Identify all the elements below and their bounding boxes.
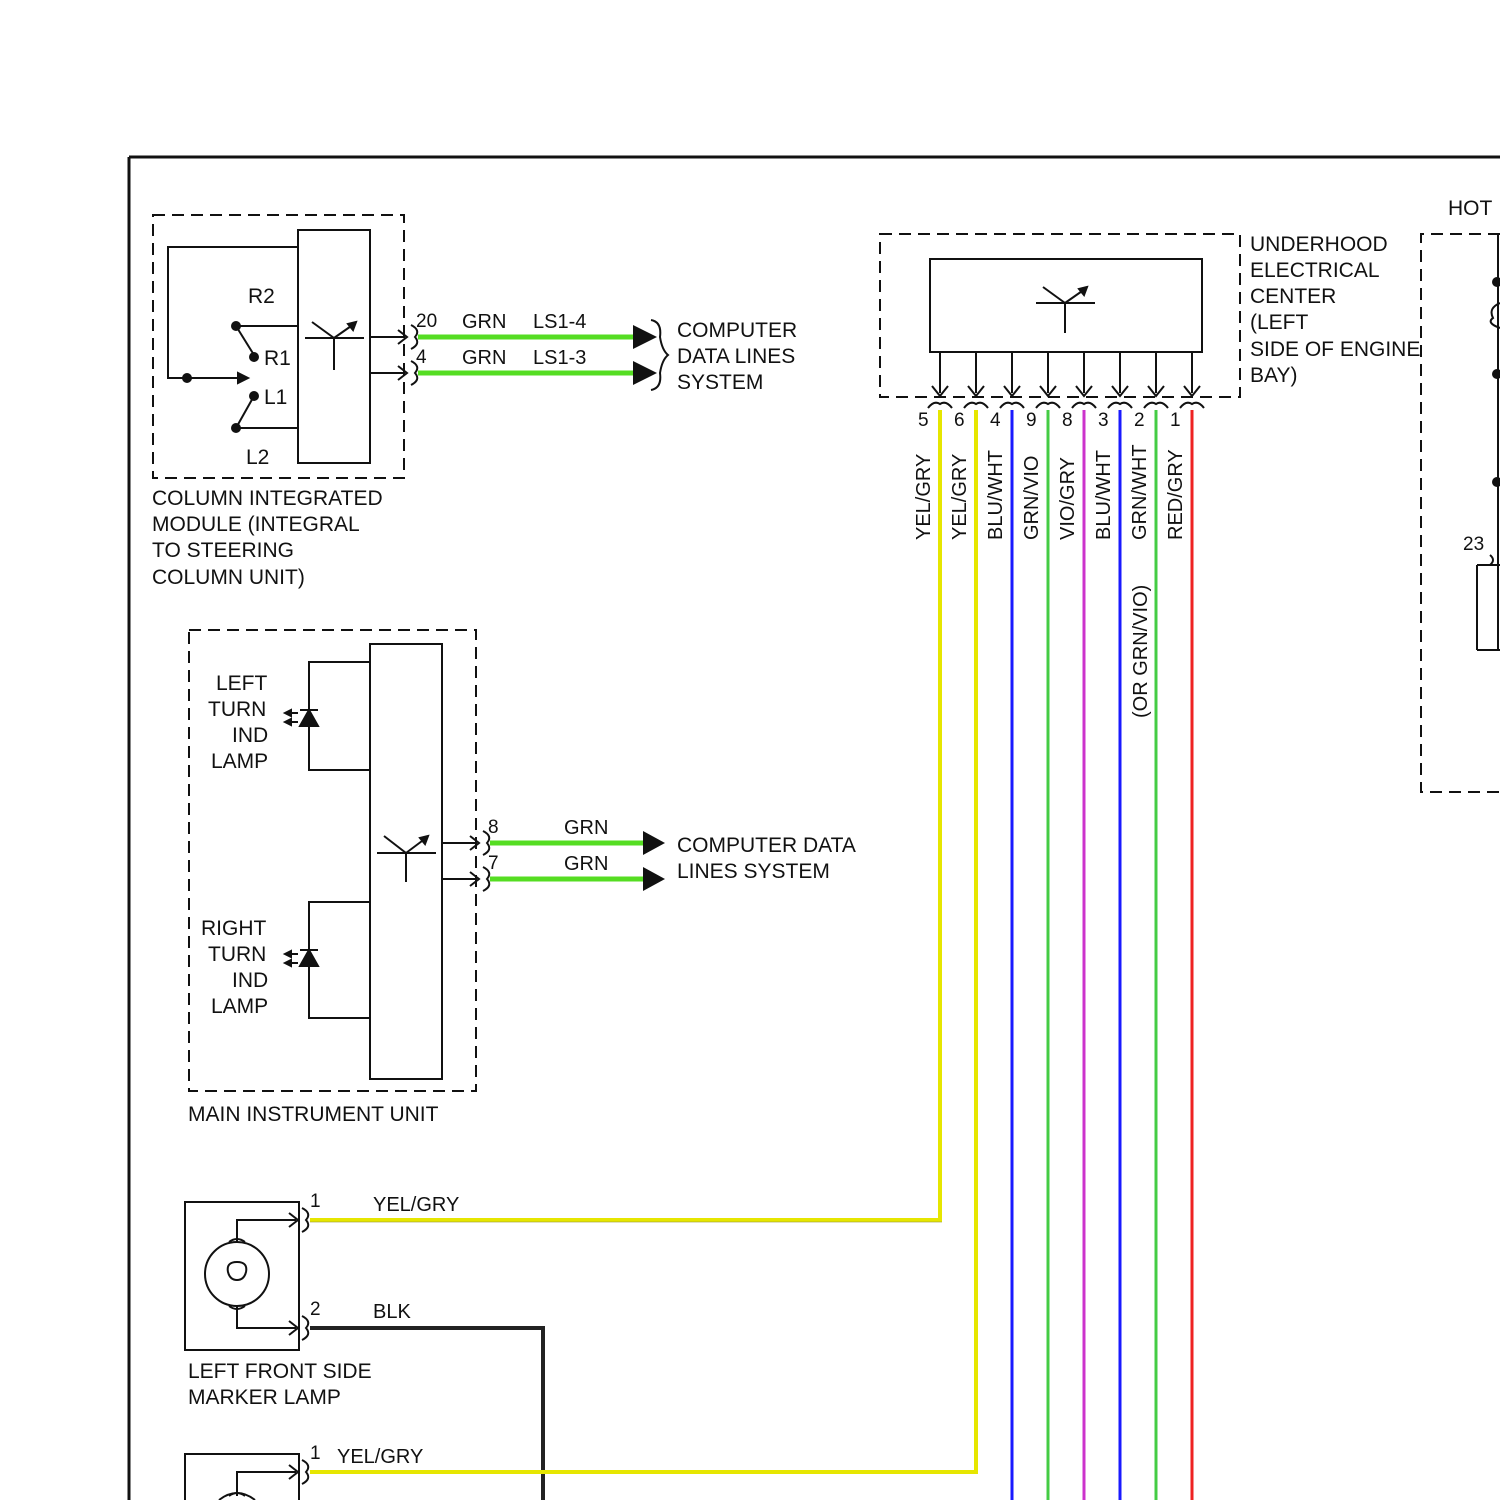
underhood-alt-label: (OR GRN/VIO) [1130,585,1152,718]
underhood-pin-label: 2 [1134,410,1145,431]
bulb-icon [205,1242,269,1306]
column-module-title-2: MODULE (INTEGRAL [152,513,360,536]
column-wire-2-color: GRN [462,347,506,369]
column-pin-4: 4 [416,347,427,368]
lower-lamp-pin-1: 1 [310,1443,321,1464]
right-turn-ind-lamp [285,902,370,1018]
underhood-pin-label: 1 [1170,410,1181,431]
marker-title-2: MARKER LAMP [188,1386,341,1409]
hot-pin-23: 23 [1463,534,1484,555]
underhood-title-6: BAY) [1250,364,1297,387]
hot-box: HOT 23 [1421,197,1500,792]
underhood-pin-label: 5 [918,410,929,431]
instrument-destination-line-2: LINES SYSTEM [677,860,830,883]
marker-pin-2: 2 [310,1299,321,1320]
right-lamp-label-3: IND [232,969,268,992]
switch-label-r1: R1 [264,347,291,370]
left-lamp-label-3: IND [232,724,268,747]
instrument-pin-8: 8 [488,817,499,838]
main-instrument-unit: LEFT TURN IND LAMP RIGHT TURN IND LAMP [188,630,856,1126]
underhood-title-4: (LEFT [1250,311,1309,334]
instrument-title: MAIN INSTRUMENT UNIT [188,1103,439,1126]
column-destination-line-1: COMPUTER [677,319,797,342]
left-lamp-label-2: TURN [208,698,266,721]
column-integrated-module: R2 R1 L1 L2 20 4 GR [152,215,797,589]
underhood-pin-label: 6 [954,410,965,431]
data-link-symbol [305,322,364,370]
instrument-data-symbol [377,836,436,882]
column-destination-line-2: DATA LINES [677,345,795,368]
column-module-connectors [370,325,417,385]
underhood-title-3: CENTER [1250,285,1336,308]
marker-yel-gry-wire [310,410,940,1220]
left-lamp-label-4: LAMP [211,750,268,773]
instrument-pin-7: 7 [488,853,499,874]
underhood-pin-label: 8 [1062,410,1073,431]
marker-blk-wire [310,1328,543,1500]
underhood-wire-label: YEL/GRY [913,454,935,540]
underhood-title-2: ELECTRICAL [1250,259,1380,282]
underhood-data-symbol [1036,287,1095,333]
right-lamp-label-4: LAMP [211,995,268,1018]
underhood-wire-label: YEL/GRY [949,454,971,540]
underhood-pin-label: 4 [990,410,1001,431]
switch-label-l1: L1 [264,386,287,409]
instrument-connectors [442,831,489,891]
hot-dashed-box [1421,234,1500,792]
right-lamp-label-2: TURN [208,943,266,966]
underhood-wire-label: RED/GRY [1165,449,1187,540]
underhood-wire-label: BLU/WHT [1093,450,1115,540]
hot-label: HOT [1448,197,1493,220]
underhood-title-5: SIDE OF ENGINE [1250,338,1420,361]
instrument-wire-2-color: GRN [564,853,608,875]
marker-title-1: LEFT FRONT SIDE [188,1360,372,1383]
underhood-electrical-center: 5YEL/GRY6YEL/GRY4BLU/WHT9GRN/VIO8VIO/GRY… [880,233,1420,1500]
column-module-title-4: COLUMN UNIT) [152,566,305,589]
column-wire-1-color: GRN [462,311,506,333]
column-pin-20: 20 [416,311,437,332]
underhood-wire-label: BLU/WHT [985,450,1007,540]
left-lamp-label-1: LEFT [216,672,268,695]
left-turn-ind-lamp [285,662,370,770]
underhood-wire-label: GRN/WHT [1129,444,1151,540]
underhood-wire-label: GRN/VIO [1021,456,1043,540]
switch-label-r2: R2 [248,285,275,308]
marker-pin-1: 1 [310,1191,321,1212]
underhood-pin-label: 3 [1098,410,1109,431]
instrument-wire-1-color: GRN [564,817,608,839]
underhood-wire-label: VIO/GRY [1057,457,1079,540]
instrument-destination-line-1: COMPUTER DATA [677,834,856,857]
lower-lamp-wire-label: YEL/GRY [337,1446,423,1468]
underhood-title-1: UNDERHOOD [1250,233,1388,256]
marker-wire-2-label: BLK [373,1301,411,1323]
right-lamp-label-1: RIGHT [201,917,267,940]
marker-wire-1-label: YEL/GRY [373,1194,459,1216]
switch-label-l2: L2 [246,446,269,469]
column-module-title-3: TO STEERING [152,539,294,562]
underhood-pin-label: 9 [1026,410,1037,431]
column-wire-1-circuit: LS1-4 [533,311,586,333]
underhood-wires: 5YEL/GRY6YEL/GRY4BLU/WHT9GRN/VIO8VIO/GRY… [913,352,1204,1500]
column-destination-line-3: SYSTEM [677,371,763,394]
column-module-title-1: COLUMN INTEGRATED [152,487,383,510]
column-wire-2-circuit: LS1-3 [533,347,586,369]
